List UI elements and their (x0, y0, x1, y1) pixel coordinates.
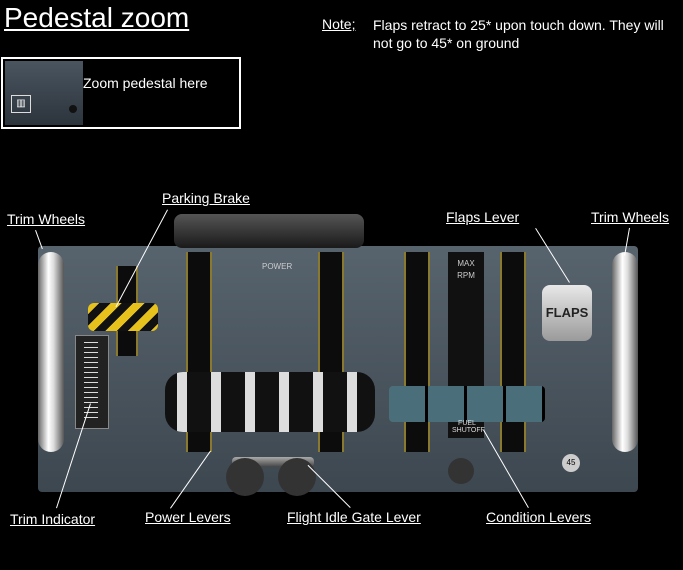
right-trim-wheel[interactable] (612, 252, 638, 452)
page-title: Pedestal zoom (4, 2, 190, 33)
fuel-shutoff-label: FUEL SHUTOFF (452, 420, 485, 434)
left-trim-wheel[interactable] (38, 252, 64, 452)
zoom-pedestal-label: Zoom pedestal here (83, 75, 208, 91)
max-rpm-label: MAX RPM (457, 259, 475, 280)
pedestal-knob[interactable] (448, 458, 474, 484)
parking-brake-label: Parking Brake (162, 190, 250, 206)
pedestal-icon: ▥ (11, 95, 31, 113)
thumbnail-knob (69, 105, 77, 113)
pedestal-thumbnail[interactable]: ▥ (5, 61, 83, 125)
flight-idle-gate-lever[interactable] (232, 457, 314, 467)
parking-brake-handle[interactable] (174, 214, 364, 248)
rudder-trim-knob[interactable] (226, 458, 264, 496)
condition-levers[interactable] (389, 386, 545, 422)
flight-idle-gate-label: Flight Idle Gate Lever (287, 509, 421, 525)
trim-indicator-label: Trim Indicator (10, 511, 96, 527)
power-levers[interactable] (165, 372, 375, 432)
zoom-pedestal-button[interactable]: ▥ Zoom pedestal here (1, 57, 241, 129)
trim-scale (84, 342, 98, 420)
condition-lever-slot-left (404, 252, 430, 452)
power-levers-label: Power Levers (145, 509, 231, 525)
condition-levers-label: Condition Levers (486, 509, 592, 525)
flaps-lever-label: Flaps Lever (446, 209, 520, 225)
trim-indicator-gauge (75, 335, 109, 429)
power-label: POWER (262, 262, 293, 271)
flaps-45-marker: 45 (562, 454, 580, 472)
parking-brake-lever[interactable] (88, 303, 158, 331)
aileron-trim-knob[interactable] (278, 458, 316, 496)
note-label: Note; (322, 16, 356, 32)
flaps-lever[interactable]: FLAPS (542, 285, 592, 341)
trim-wheels-right-label: Trim Wheels (591, 209, 670, 225)
condition-lever-slot-right (500, 252, 526, 452)
note-text: Flaps retract to 25* upon touch down. Th… (373, 17, 664, 51)
trim-wheels-left-label: Trim Wheels (7, 211, 86, 227)
